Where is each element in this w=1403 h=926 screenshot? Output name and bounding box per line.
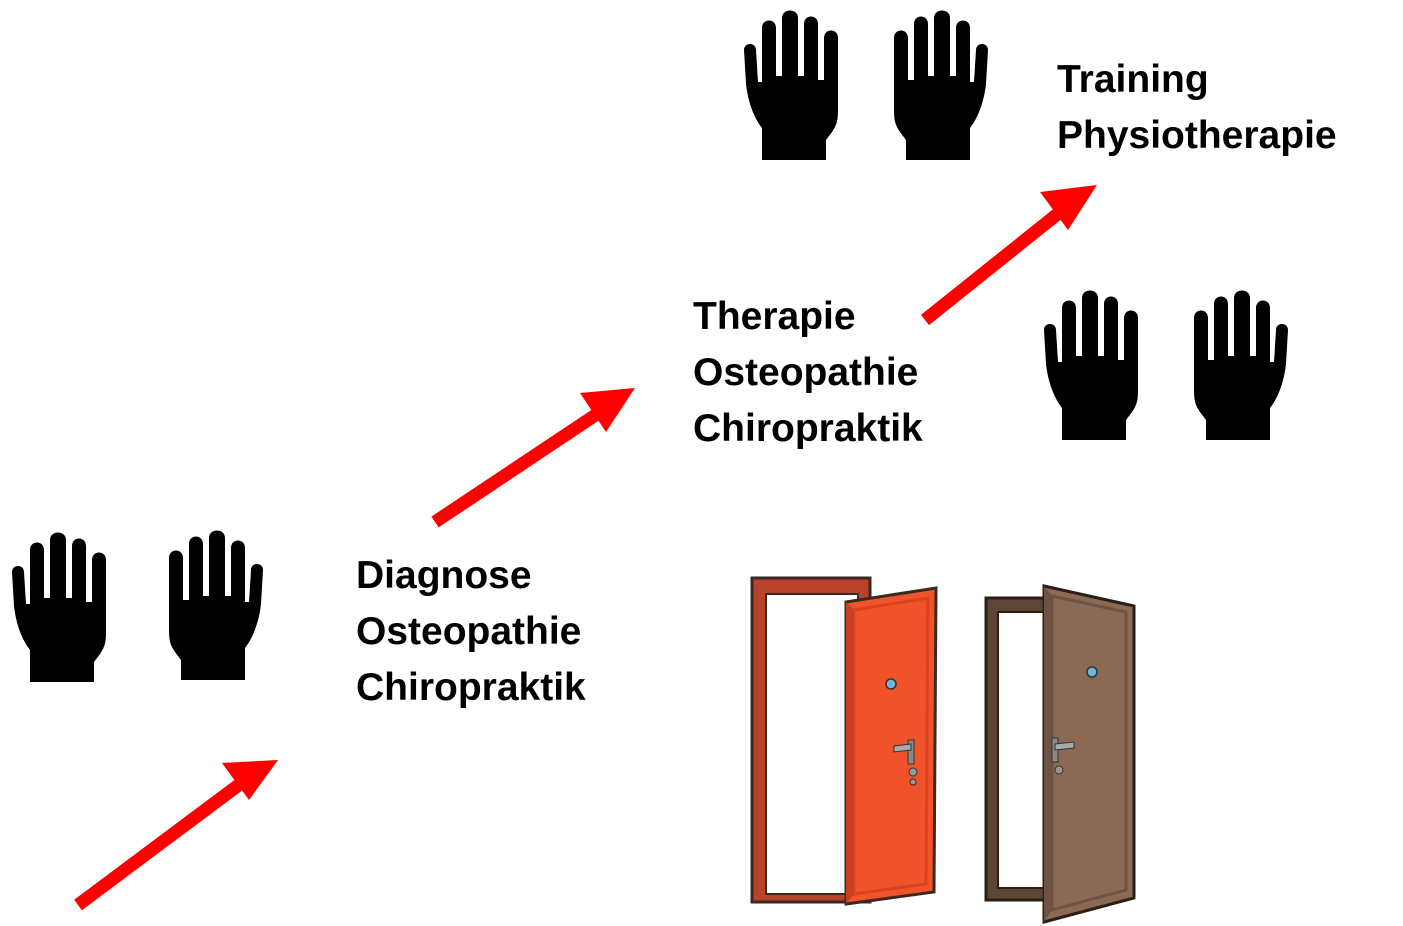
hand-icon (8, 532, 120, 694)
step-title: Training (1057, 52, 1337, 108)
open-door-icon (748, 572, 948, 912)
hand-icon (1040, 290, 1152, 452)
hand-icon (880, 10, 992, 172)
step-therapie: Therapie Osteopathie Chiropraktik (693, 289, 923, 457)
step-training: Training Physiotherapie (1057, 52, 1337, 164)
step-title: Diagnose (356, 548, 586, 604)
step-diagnose: Diagnose Osteopathie Chiropraktik (356, 548, 586, 716)
step-line: Osteopathie (356, 604, 586, 660)
arrow-to-therapie (435, 388, 635, 522)
hand-icon (1180, 290, 1292, 452)
hand-icon (155, 530, 267, 692)
step-line: Chiropraktik (693, 401, 923, 457)
open-door-icon (984, 578, 1144, 926)
arrow-to-diagnose (78, 760, 278, 905)
step-title: Therapie (693, 289, 923, 345)
step-line: Osteopathie (693, 345, 923, 401)
step-line: Chiropraktik (356, 660, 586, 716)
step-line: Physiotherapie (1057, 108, 1337, 164)
hand-icon (740, 10, 852, 172)
